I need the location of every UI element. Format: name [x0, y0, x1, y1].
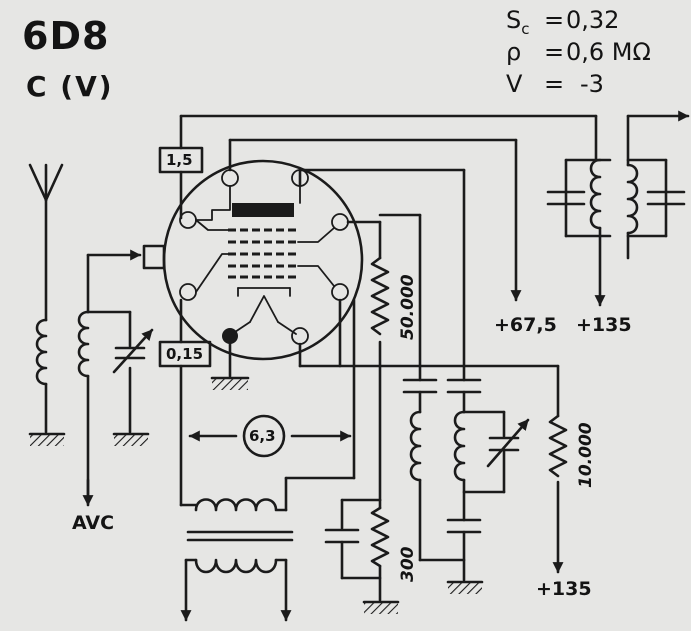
param-symbol-v: V	[506, 70, 523, 98]
ground-antenna	[28, 432, 66, 446]
oscillator-grid-wire	[298, 168, 466, 382]
param-eq: =	[544, 6, 565, 34]
tube-envelope	[162, 159, 364, 361]
param-subscript: c	[521, 19, 530, 38]
plate-wire	[179, 114, 598, 220]
ground-input-cap	[112, 432, 150, 446]
oscillator-anode-wire	[346, 213, 422, 382]
input-coil-primary	[35, 318, 48, 434]
plate-voltage-label: +135	[576, 314, 632, 336]
param-value-v: -3	[580, 70, 604, 98]
output-transformer	[546, 110, 690, 307]
resistor-top-value: 1,5	[166, 151, 193, 169]
resistor-bottom-value: 0,15	[166, 345, 204, 363]
resistor-300-label: 300	[398, 546, 418, 583]
heater-voltage-label: 6,3	[249, 427, 276, 445]
ground-cathode	[362, 600, 400, 614]
param-row-sc: Sc	[506, 6, 529, 38]
tube-class-label: C (V)	[26, 70, 114, 103]
supply-voltage-label: +135	[536, 578, 592, 600]
variable-capacitor-input	[112, 328, 154, 374]
ground-oscillator	[446, 580, 484, 594]
resistor-50000	[370, 256, 390, 368]
avc-label: AVC	[72, 512, 115, 534]
param-symbol: S	[506, 6, 522, 34]
tube-type-title: 6D8	[22, 14, 110, 58]
b-plus-135-wire	[298, 298, 568, 574]
resistor-box-bottom	[158, 340, 212, 368]
param-eq: =	[544, 38, 565, 66]
heater-wiring	[179, 298, 356, 512]
param-symbol-rho: ρ	[506, 38, 522, 66]
cathode-circuit	[324, 364, 390, 602]
resistor-50000-label: 50.000	[398, 274, 418, 340]
param-value-sc: 0,32	[566, 6, 620, 34]
param-value-rho: 0,6 MΩ	[566, 38, 651, 66]
input-coil-secondary	[77, 249, 142, 502]
oscillator-tank	[402, 378, 530, 582]
param-eq: =	[544, 70, 565, 98]
resistor-10000-label: 10.000	[576, 422, 596, 488]
antenna-symbol	[28, 163, 64, 322]
screen-voltage-label: +67,5	[494, 314, 557, 336]
tube-top-cap	[142, 244, 166, 270]
heater-transformer	[180, 498, 294, 622]
ground-tube	[210, 342, 250, 390]
screen-wire-67	[228, 138, 522, 302]
